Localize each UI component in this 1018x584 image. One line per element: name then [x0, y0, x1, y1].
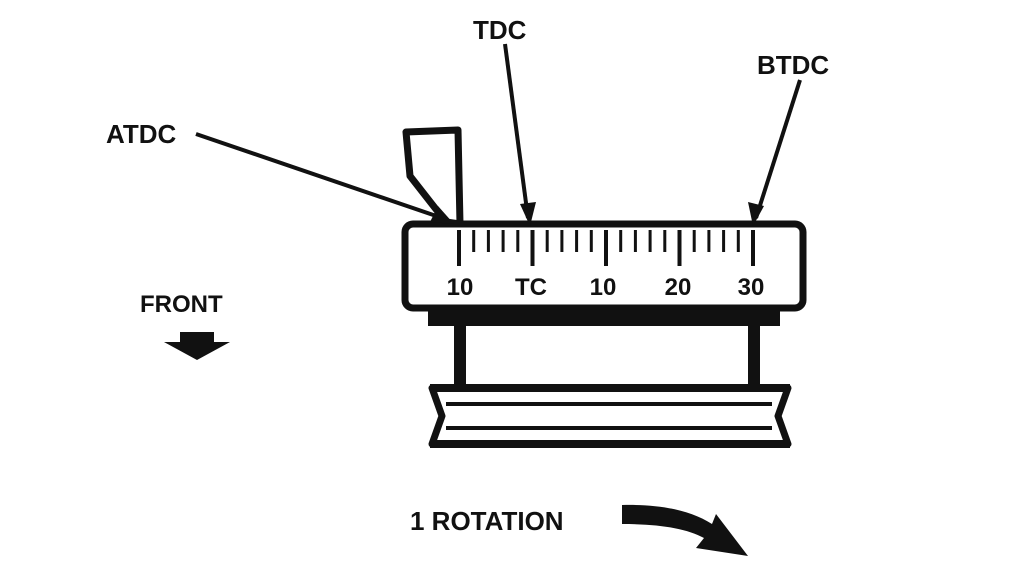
front-label: FRONT	[140, 291, 223, 318]
btdc-arrowhead	[748, 202, 764, 226]
rotation-arrow-icon	[622, 504, 748, 556]
scale-number-10-btdc: 10	[590, 274, 617, 301]
front-arrow-icon	[164, 332, 230, 360]
atdc-leader-line	[195, 132, 449, 222]
scale-number-tc: TC	[515, 274, 547, 301]
support-post-right	[748, 320, 760, 390]
btdc-label: BTDC	[757, 50, 829, 80]
scale-ticks	[457, 230, 755, 266]
tdc-leader-line	[503, 43, 530, 219]
plate-base-strip	[428, 308, 780, 326]
crankshaft-pulley	[428, 384, 792, 448]
support-post-left	[454, 320, 466, 390]
scale-number-10-atdc: 10	[447, 274, 474, 301]
btdc-leader-line	[754, 79, 802, 219]
atdc-arrowhead	[430, 206, 454, 224]
rotation-label: 1 ROTATION	[410, 506, 564, 536]
scale-number-30: 30	[738, 274, 765, 301]
tdc-arrowhead	[520, 202, 536, 226]
tdc-label: TDC	[473, 15, 527, 45]
scale-number-20: 20	[665, 274, 692, 301]
atdc-label: ATDC	[106, 119, 177, 149]
